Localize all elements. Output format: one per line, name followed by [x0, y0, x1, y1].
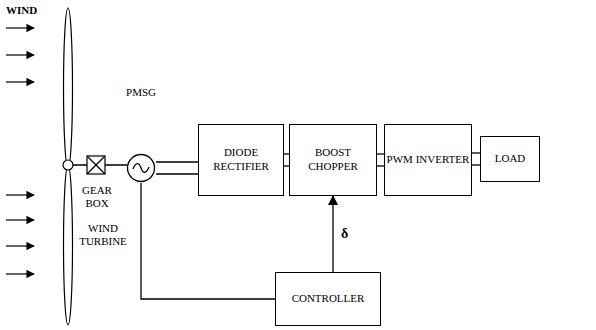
- shaft: [105, 164, 127, 166]
- box-label: LOAD: [495, 152, 526, 166]
- box-label: DIODE RECTIFIER: [199, 146, 283, 174]
- gear-box-symbol: [87, 156, 105, 174]
- generator-circle: [126, 153, 156, 183]
- signal-label: δ: [340, 226, 349, 242]
- process-box: PWM INVERTER: [384, 124, 472, 196]
- box-label: PWM INVERTER: [387, 153, 470, 167]
- controller-box: CONTROLLER: [275, 272, 381, 326]
- wind-arrows: [6, 28, 34, 274]
- connector: [141, 183, 275, 299]
- shaft: [73, 164, 87, 166]
- load-box: LOAD: [480, 136, 540, 182]
- turbine-hub: [63, 160, 73, 170]
- turbine-blade: [64, 8, 73, 168]
- turbine-blade: [64, 165, 73, 325]
- connector: [156, 162, 198, 174]
- connector: [333, 196, 334, 272]
- box-label: BOOST CHOPPER: [290, 146, 376, 174]
- part-label: GEAR BOX: [76, 184, 118, 210]
- connector: [472, 153, 480, 165]
- generator-label: PMSG: [126, 86, 156, 100]
- process-box: BOOST CHOPPER: [289, 124, 377, 196]
- part-label: WIND TURBINE: [72, 222, 134, 248]
- generator-symbol: PMSG: [117, 86, 165, 184]
- box-label: CONTROLLER: [292, 292, 365, 306]
- process-box: DIODE RECTIFIER: [198, 124, 284, 196]
- wind-label: WIND: [6, 4, 46, 17]
- connector: [377, 154, 384, 166]
